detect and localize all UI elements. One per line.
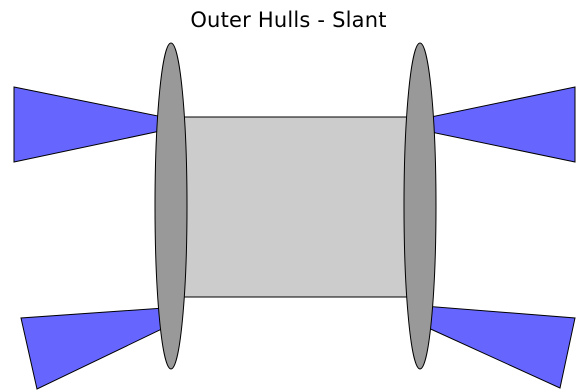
diagram-title: Outer Hulls - Slant — [190, 8, 387, 32]
thruster-bottom-left — [20, 307, 167, 390]
thruster-top-left — [13, 86, 166, 163]
hull-right — [403, 42, 437, 370]
hull-left — [154, 42, 188, 370]
central-body — [181, 116, 408, 298]
thruster-top-right — [425, 86, 576, 163]
thruster-bottom-right — [423, 305, 576, 389]
